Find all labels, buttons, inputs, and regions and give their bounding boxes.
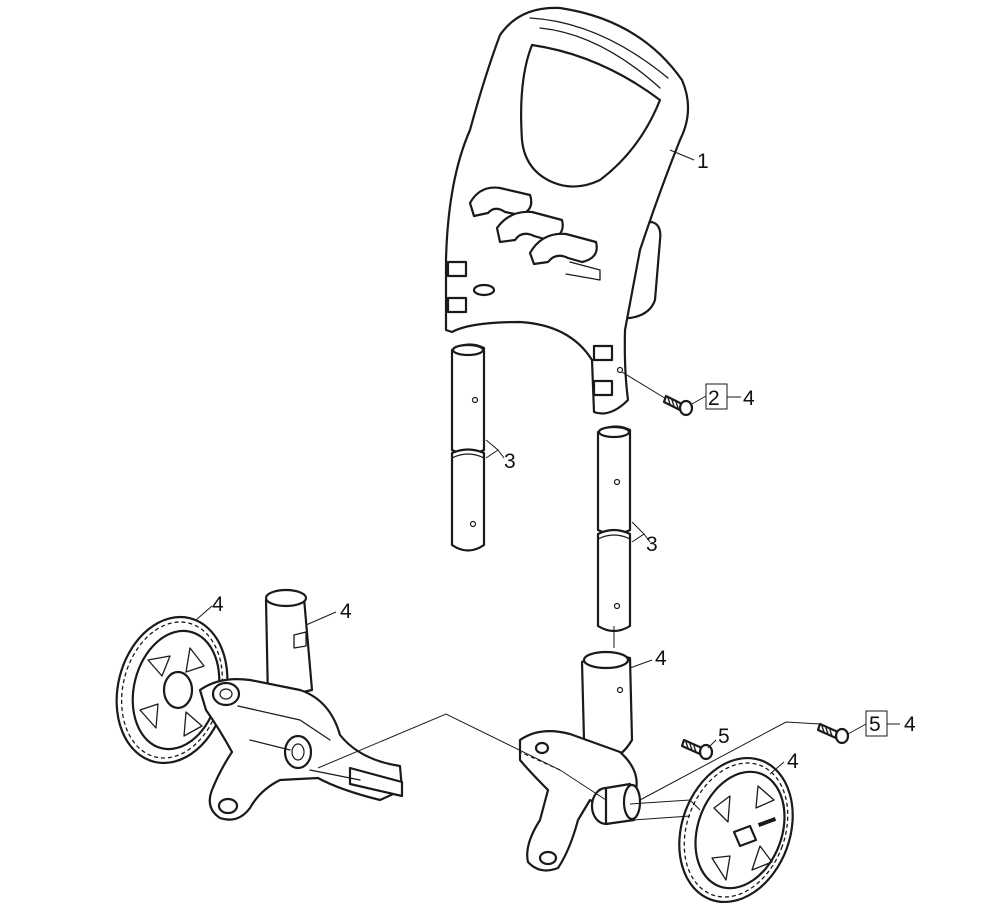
callout-4-foot-left: 4 [340, 600, 352, 623]
callout-3-tube-right: 3 [646, 533, 658, 556]
callout-3-tube-left: 3 [504, 450, 516, 473]
callout-4-screw-right-qty: 4 [904, 713, 916, 736]
foot-left [198, 588, 404, 821]
callout-4-wheel-left: 4 [212, 593, 224, 616]
screw-lower [680, 738, 714, 761]
callout-4-screw-qty: 4 [743, 387, 755, 410]
tube-right-upper [596, 425, 632, 536]
screw-right [816, 722, 850, 745]
leader-lines [195, 149, 900, 821]
screw-upper [621, 371, 694, 417]
tube-left-lower [450, 448, 486, 552]
callout-4-wheel-right: 4 [787, 750, 799, 773]
foot-right [518, 650, 642, 872]
tube-left-upper [450, 343, 486, 456]
tube-right-lower [596, 528, 632, 633]
callout-5-screw-lower: 5 [718, 725, 730, 748]
handle-frame [444, 6, 690, 415]
callout-2-screw: 2 [708, 387, 720, 410]
callout-5-screw-right: 5 [869, 713, 881, 736]
wheel-left [115, 615, 229, 765]
wheel-right [678, 756, 794, 904]
callout-1-handle: 1 [697, 150, 709, 173]
callout-4-foot-right: 4 [655, 647, 667, 670]
